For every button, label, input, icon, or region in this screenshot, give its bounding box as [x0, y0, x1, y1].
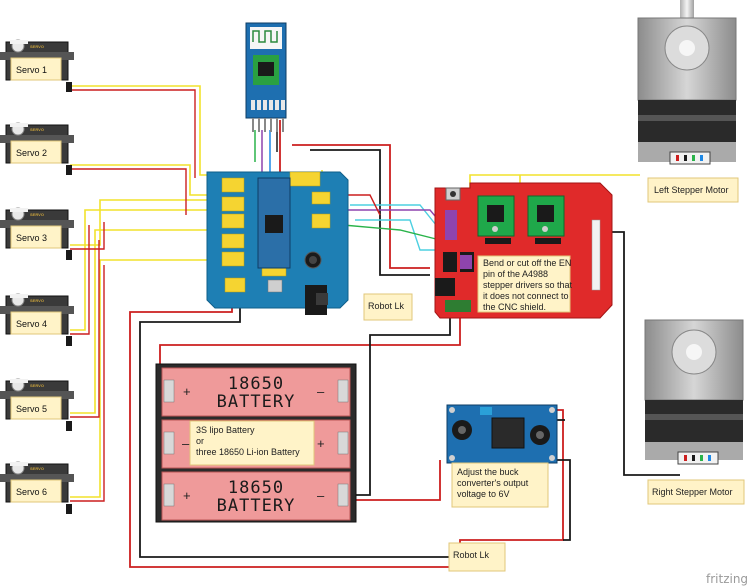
en-note-line1: Bend or cut off the EN [483, 258, 571, 268]
svg-text:–: – [317, 384, 325, 399]
servo-1: SERVO Servo 1 [0, 39, 74, 92]
servo-brand-6: SERVO [30, 466, 44, 471]
servo-label-5: Servo 5 [16, 404, 47, 414]
arduino-shield [206, 171, 349, 315]
note-robot-lk-1: Robot Lk [363, 293, 413, 321]
wires [70, 85, 680, 568]
battery-note-line2: or [196, 436, 204, 446]
battery-note-line3: three 18650 Li-ion Battery [196, 447, 300, 457]
svg-text:+: + [183, 384, 191, 399]
svg-text:–: – [317, 488, 325, 503]
robot-lk-label-1: Robot Lk [368, 301, 405, 311]
servo-brand-4: SERVO [30, 298, 44, 303]
bluetooth-module [245, 22, 287, 132]
buck-note-line1: Adjust the buck [457, 467, 519, 477]
note-robot-lk-2: Robot Lk [448, 542, 506, 572]
note-en-pin: Bend or cut off the EN pin of the A4988 … [477, 255, 573, 313]
servo-brand-5: SERVO [30, 383, 44, 388]
servo-2: SERVO Servo 2 [0, 122, 74, 175]
right-motor-label: Right Stepper Motor [652, 487, 733, 497]
left-stepper-motor [637, 0, 737, 165]
en-note-line3: stepper drivers so that [483, 280, 573, 290]
servo-3: SERVO Servo 3 [0, 207, 74, 260]
servo-label-1: Servo 1 [16, 65, 47, 75]
battery-pack: + – – + + – 18650 BATTERY 18650 BATTERY … [155, 363, 357, 523]
servo-5: SERVO Servo 5 [0, 378, 74, 431]
buck-note-line2: converter's output [457, 478, 529, 488]
svg-text:+: + [317, 436, 325, 451]
en-note-line2: pin of the A4988 [483, 269, 548, 279]
left-motor-label: Left Stepper Motor [654, 185, 729, 195]
battery-bottom-line1: 18650 [228, 478, 284, 498]
buck-converter [446, 404, 558, 464]
fritzing-watermark: fritzing [706, 572, 748, 586]
servo-label-3: Servo 3 [16, 233, 47, 243]
servo-brand-1: SERVO [30, 44, 44, 49]
servo-label-4: Servo 4 [16, 319, 47, 329]
robot-lk-label-2: Robot Lk [453, 550, 490, 560]
battery-top-line2: BATTERY [217, 392, 296, 412]
note-buck: Adjust the buck converter's output volta… [451, 462, 549, 508]
servo-4: SERVO Servo 4 [0, 293, 74, 346]
buck-note-line3: voltage to 6V [457, 489, 510, 499]
servo-label-2: Servo 2 [16, 148, 47, 158]
right-stepper-motor [644, 319, 744, 465]
servo-label-6: Servo 6 [16, 487, 47, 497]
svg-text:+: + [183, 488, 191, 503]
servo-6: SERVO Servo 6 [0, 461, 74, 514]
battery-note-line1: 3S lipo Battery [196, 425, 255, 435]
en-note-line5: the CNC shield. [483, 302, 546, 312]
servo-brand-3: SERVO [30, 212, 44, 217]
svg-text:–: – [182, 436, 190, 451]
note-left-motor: Left Stepper Motor [647, 177, 739, 203]
battery-bottom-line2: BATTERY [217, 496, 296, 516]
en-note-line4: it does not connect to [483, 291, 569, 301]
note-right-motor: Right Stepper Motor [647, 479, 745, 505]
servo-brand-2: SERVO [30, 127, 44, 132]
battery-top-line1: 18650 [228, 374, 284, 394]
